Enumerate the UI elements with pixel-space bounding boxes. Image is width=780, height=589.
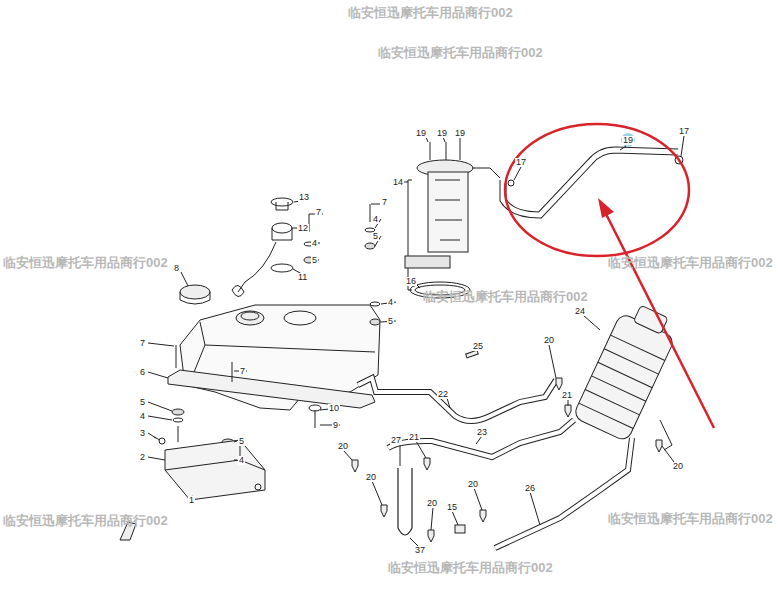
callout-number: 21 (561, 391, 573, 400)
callout-number: 7 (315, 208, 322, 217)
callout-number: 20 (467, 480, 479, 489)
watermark-text: 临安恒迅摩托车用品商行002 (348, 6, 513, 19)
callout-number: 13 (298, 193, 310, 202)
callout-number: 8 (173, 264, 180, 273)
callout-number: 4 (238, 456, 245, 465)
callout-number: 1 (188, 496, 195, 505)
callout-number: 21 (408, 433, 420, 442)
callout-number: 3 (139, 429, 146, 438)
callout-number: 15 (446, 503, 458, 512)
watermark-text: 临安恒迅摩托车用品商行002 (608, 512, 773, 525)
callout-number: 26 (524, 484, 536, 493)
callout-number: 17 (678, 127, 690, 136)
callout-number: 20 (365, 473, 377, 482)
watermark-text: 临安恒迅摩托车用品商行002 (3, 514, 168, 527)
callout-number: 20 (337, 442, 349, 451)
callout-number: 7 (239, 367, 246, 376)
watermark-text: 临安恒迅摩托车用品商行002 (388, 561, 553, 574)
callout-number: 24 (574, 307, 586, 316)
callout-number: 17 (515, 158, 527, 167)
callout-number: 5 (238, 437, 245, 446)
callout-number: 4 (139, 412, 146, 421)
callout-number: 7 (139, 339, 146, 348)
callout-number: 19 (436, 129, 448, 138)
callout-number: 5 (311, 256, 318, 265)
callout-number: 9 (332, 421, 339, 430)
callout-number: 22 (437, 390, 449, 399)
callout-number: 7 (381, 198, 388, 207)
callout-number: 19 (622, 136, 634, 145)
callout-number: 27 (390, 436, 402, 445)
callout-number: 23 (476, 428, 488, 437)
callout-number: 12 (297, 224, 309, 233)
callout-number: 5 (372, 232, 379, 241)
callout-number: 25 (472, 342, 484, 351)
watermark-text: 临安恒迅摩托车用品商行002 (608, 256, 773, 269)
callout-number: 20 (543, 336, 555, 345)
callout-number: 6 (139, 368, 146, 377)
callout-number: 37 (414, 546, 426, 555)
callout-number: 2 (139, 453, 146, 462)
callout-number: 4 (311, 239, 318, 248)
callout-number: 14 (392, 178, 404, 187)
callout-number: 20 (426, 499, 438, 508)
callout-number: 10 (328, 404, 340, 413)
callout-number: 11 (297, 273, 308, 282)
callout-number: 5 (387, 317, 394, 326)
watermark-text: 临安恒迅摩托车用品商行002 (423, 290, 588, 303)
callout-number: 19 (415, 129, 427, 138)
callout-number: 20 (672, 462, 684, 471)
callout-number: 19 (454, 129, 466, 138)
watermark-text: 临安恒迅摩托车用品商行002 (3, 256, 168, 269)
callout-number: 5 (139, 398, 146, 407)
callout-number: 4 (387, 298, 394, 307)
callout-number: 4 (372, 215, 379, 224)
watermark-text: 临安恒迅摩托车用品商行002 (378, 46, 543, 59)
callout-number: 16 (405, 277, 417, 286)
